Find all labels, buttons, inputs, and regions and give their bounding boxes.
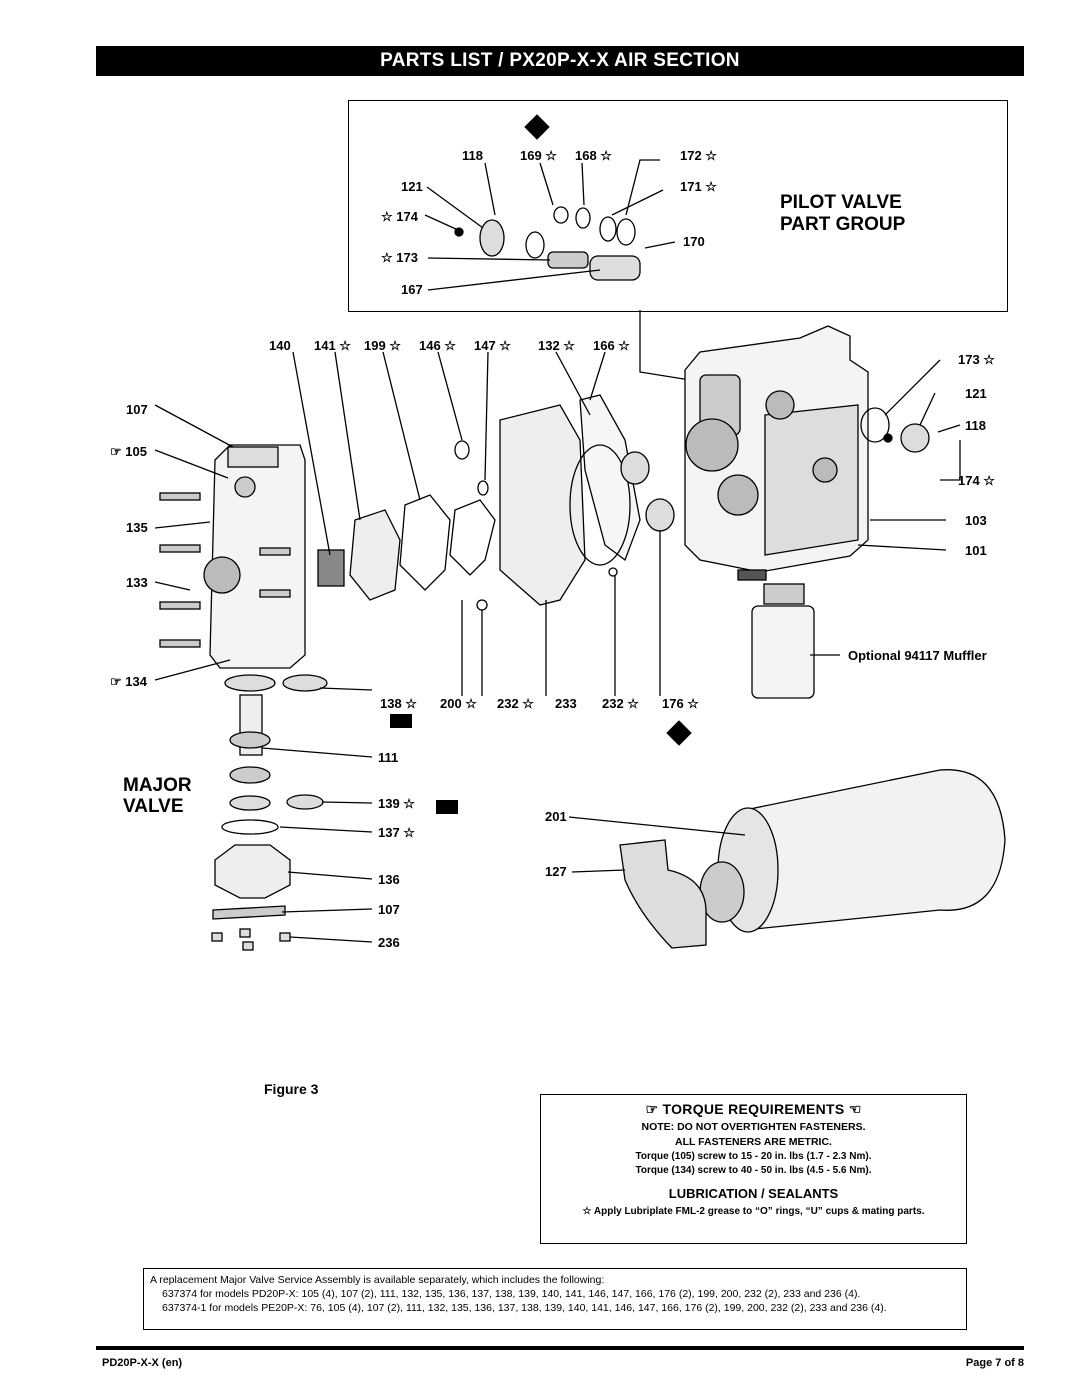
callout-167: 167 — [401, 282, 423, 297]
callout-m107: 107 — [378, 902, 400, 917]
callout-169: 169 ☆ — [520, 148, 557, 163]
pilot-oring-172 — [525, 231, 545, 259]
torque-heading: ☞ TORQUE REQUIREMENTS ☜ — [645, 1101, 862, 1117]
pilot-oring-170 — [616, 218, 636, 246]
major-title-1: MAJOR — [123, 775, 192, 796]
figure-label: Figure 3 — [264, 1081, 319, 1097]
callout-rt101: 101 — [965, 543, 987, 558]
pilot-title-2: PART GROUP — [780, 214, 906, 235]
callout-170: 170 — [683, 234, 705, 249]
gasket-107 — [212, 905, 286, 920]
plate-141 — [349, 509, 401, 601]
torque-spec-105: Torque (105) screw to 15 - 20 in. lbs (1… — [635, 1151, 872, 1162]
oring-137 — [221, 819, 279, 835]
pilot-oring-169 — [553, 206, 569, 224]
flange-136 — [214, 844, 291, 899]
callout-rt174: 174 ☆ — [958, 473, 995, 488]
major-valve-housing — [209, 444, 306, 669]
gasket-166 — [579, 394, 641, 562]
callout-174: ☆ 174 — [381, 209, 419, 224]
callout-rt173: 173 ☆ — [958, 352, 995, 367]
callout-172: 172 ☆ — [680, 148, 717, 163]
callout-b138: 138 ☆ — [380, 696, 417, 711]
muffler-body — [751, 605, 815, 699]
callout-l105: ☞ 105 — [110, 444, 147, 459]
gasket-132 — [569, 444, 631, 566]
service-assembly-box: A replacement Major Valve Service Assemb… — [143, 1268, 967, 1330]
callout-l135: 135 — [126, 520, 148, 535]
pilot-oring-168 — [575, 207, 591, 229]
oring-147 — [477, 480, 489, 496]
footer-model: PD20P-X-X (en) — [102, 1357, 183, 1369]
pilot-oring-171 — [599, 216, 617, 242]
callout-m139: 139 ☆ — [378, 796, 415, 811]
pilot-valve-group-box — [348, 100, 1008, 312]
callout-132: 132 ☆ — [538, 338, 575, 353]
callout-b176: 176 ☆ — [662, 696, 699, 711]
callout-m136: 136 — [378, 872, 400, 887]
service-line-3: 637374-1 for models PE20P-X: 76, 105 (4)… — [162, 1302, 887, 1314]
callout-rt103: 103 — [965, 513, 987, 528]
callout-l134: ☞ 134 — [110, 674, 148, 689]
u-cup-138 — [282, 674, 328, 692]
callout-141: 141 ☆ — [314, 338, 351, 353]
gasket-146 — [449, 499, 496, 576]
torque-spec-134: Torque (134) screw to 40 - 50 in. lbs (4… — [635, 1165, 872, 1176]
callout-m236: 236 — [378, 935, 400, 950]
pilot-end-cap — [479, 219, 505, 257]
callout-l107: 107 — [126, 402, 148, 417]
callout-173: ☆ 173 — [381, 250, 418, 265]
service-line-1: A replacement Major Valve Service Assemb… — [150, 1274, 605, 1286]
callout-muffler: Optional 94117 Muffler — [848, 648, 987, 663]
page-banner: PARTS LIST / PX20P-X-X AIR SECTION — [96, 46, 1024, 76]
elbow-127 — [619, 839, 707, 949]
callout-b233: 233 — [555, 696, 577, 711]
callout-140: 140 — [269, 338, 291, 353]
lubrication-text: ☆ Apply Lubriplate FML-2 grease to “O” r… — [582, 1206, 925, 1217]
major-title-2: VALVE — [123, 796, 184, 817]
right-oring — [860, 407, 890, 443]
callout-b232b: 232 ☆ — [602, 696, 639, 711]
torque-requirements-box: ☞ TORQUE REQUIREMENTS ☜ NOTE: DO NOT OVE… — [540, 1094, 967, 1244]
muffler-thread — [763, 583, 805, 605]
seal-176a — [620, 451, 650, 485]
callout-m137: 137 ☆ — [378, 825, 415, 840]
callout-168: 168 ☆ — [575, 148, 612, 163]
major-valve-cap — [224, 674, 276, 692]
block-140 — [317, 549, 345, 587]
callout-m111: 111 — [378, 750, 398, 765]
service-line-2: 637374 for models PD20P-X: 105 (4), 107 … — [162, 1288, 861, 1300]
lubrication-heading: LUBRICATION / SEALANTS — [668, 1186, 839, 1201]
callout-171: 171 ☆ — [680, 179, 717, 194]
pilot-sleeve — [589, 255, 641, 281]
callout-b232a: 232 ☆ — [497, 696, 534, 711]
gasket-199 — [399, 494, 451, 591]
footer-rule — [96, 1346, 1024, 1350]
callout-146: 146 ☆ — [419, 338, 456, 353]
callout-166: 166 ☆ — [593, 338, 630, 353]
callout-121: 121 — [401, 179, 423, 194]
callout-l133: 133 — [126, 575, 148, 590]
torque-note-1: NOTE: DO NOT OVERTIGHTEN FASTENERS. — [641, 1121, 866, 1133]
footer-page-number: Page 7 of 8 — [965, 1357, 1024, 1369]
callout-rt121: 121 — [965, 386, 987, 401]
callout-118: 118 — [462, 148, 483, 163]
oring-232a — [608, 567, 618, 577]
torque-note-2: ALL FASTENERS ARE METRIC. — [675, 1136, 832, 1148]
callout-147: 147 ☆ — [474, 338, 511, 353]
callout-e201: 201 — [545, 809, 567, 824]
lips-icon — [390, 114, 692, 814]
oring-146 — [454, 440, 470, 460]
callout-199: 199 ☆ — [364, 338, 401, 353]
callout-rt118: 118 — [965, 418, 986, 433]
pilot-title-1: PILOT VALVE — [780, 192, 902, 213]
valve-plate — [499, 404, 586, 606]
right-end-cap — [900, 423, 930, 453]
callout-e127: 127 — [545, 864, 567, 879]
callout-b200: 200 ☆ — [440, 696, 477, 711]
